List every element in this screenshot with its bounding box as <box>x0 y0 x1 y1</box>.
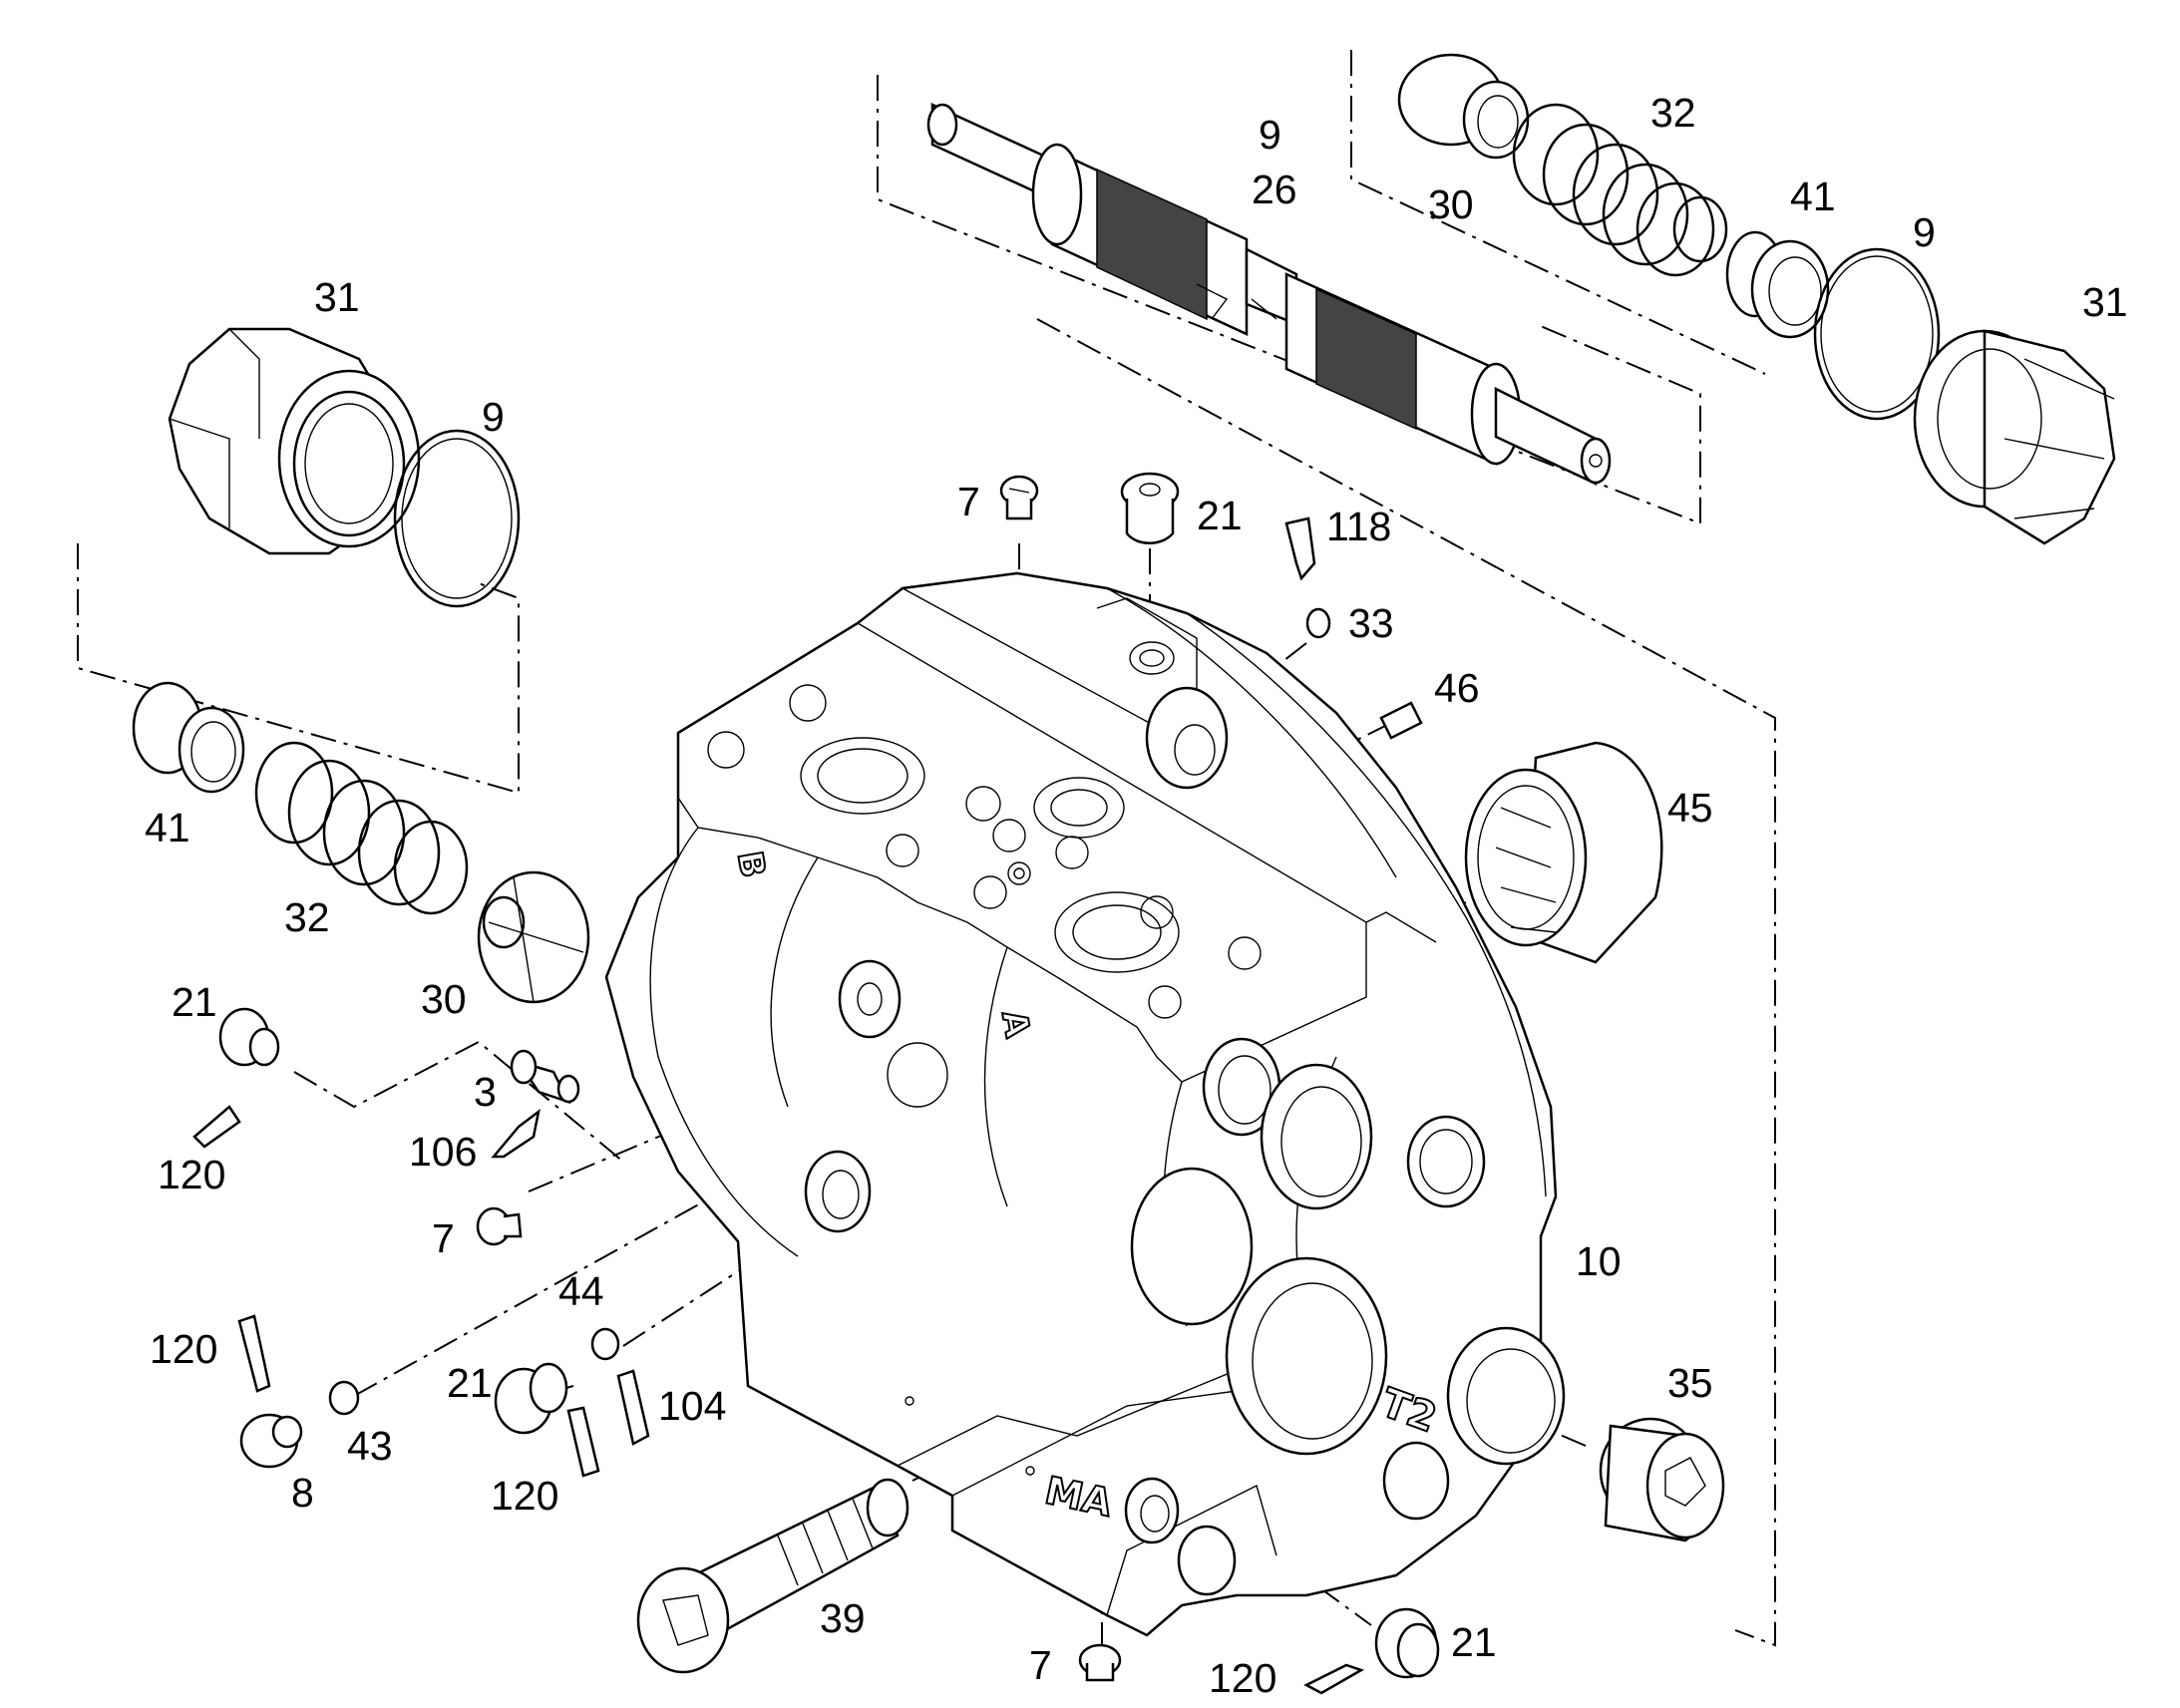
callout-7-left: 7 <box>432 1215 455 1261</box>
callout-21-left: 21 <box>172 979 217 1025</box>
left-spring-parts <box>132 681 590 1004</box>
callout-30-left: 30 <box>421 976 467 1022</box>
callout-9-left: 9 <box>482 394 505 440</box>
callout-39: 39 <box>820 1595 866 1641</box>
callout-41-left: 41 <box>145 805 190 851</box>
callout-44: 44 <box>558 1268 604 1314</box>
callout-106: 106 <box>409 1129 478 1175</box>
callout-8: 8 <box>291 1470 314 1516</box>
callout-21-bottom: 21 <box>1451 1619 1497 1665</box>
callout-7-top: 7 <box>957 479 980 524</box>
callout-7-bottom: 7 <box>1029 1642 1052 1688</box>
callout-21-top: 21 <box>1197 493 1243 538</box>
callout-10: 10 <box>1576 1238 1622 1284</box>
callout-118: 118 <box>1326 504 1392 549</box>
small-fittings <box>192 472 1725 1695</box>
callout-41-top: 41 <box>1790 173 1836 219</box>
callout-120-mid: 120 <box>150 1326 218 1372</box>
top-right-parts <box>1397 53 2116 545</box>
callout-46: 46 <box>1434 665 1480 711</box>
callout-32-top: 32 <box>1650 90 1696 136</box>
valve-housing <box>604 571 1566 1637</box>
callout-120-low: 120 <box>491 1473 559 1519</box>
callout-33: 33 <box>1348 600 1394 646</box>
callout-9-right: 9 <box>1913 209 1936 255</box>
callout-9-top: 9 <box>1259 112 1281 158</box>
callout-3: 3 <box>474 1069 497 1115</box>
callout-45: 45 <box>1667 785 1713 831</box>
left-plug-and-oring <box>168 327 521 608</box>
callout-31-right: 31 <box>2082 279 2128 325</box>
callout-35: 35 <box>1667 1360 1713 1406</box>
callout-104: 104 <box>658 1383 727 1429</box>
callout-120-bottom: 120 <box>1209 1655 1277 1701</box>
callout-32-left: 32 <box>284 894 330 940</box>
callout-120-left: 120 <box>158 1152 226 1197</box>
callout-21-mid: 21 <box>447 1360 493 1406</box>
callout-30-top: 30 <box>1428 181 1474 227</box>
callout-43: 43 <box>347 1423 393 1469</box>
spool-assembly <box>926 103 1612 486</box>
callout-26: 26 <box>1252 167 1297 212</box>
callout-31-left: 31 <box>314 274 360 320</box>
